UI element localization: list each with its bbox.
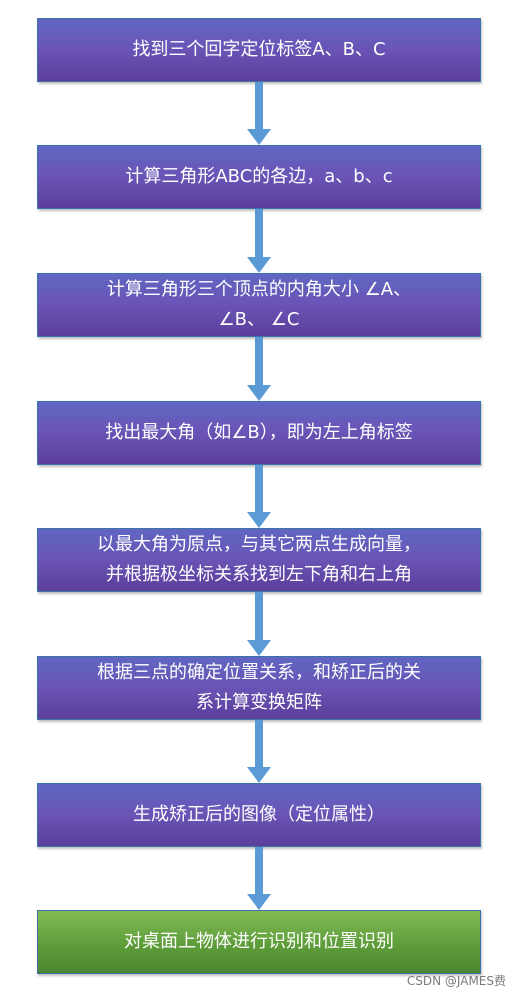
step-2-compute-sides: 计算三角形ABC的各边，a、b、c [37, 145, 481, 209]
arrow-5-6 [247, 592, 271, 656]
step-8-label: 对桌面上物体进行识别和位置识别 [124, 931, 394, 952]
step-4-label: 找出最大角（如∠B），即为左上角标签 [105, 422, 413, 443]
step-5-vectors: 以最大角为原点，与其它两点生成向量， 并根据极坐标关系找到左下角和右上角 [37, 528, 481, 592]
arrow-6-7 [247, 720, 271, 783]
step-1-label: 找到三个回字定位标签A、B、C [132, 39, 386, 60]
step-4-max-angle: 找出最大角（如∠B），即为左上角标签 [37, 401, 481, 465]
step-5-label: 以最大角为原点，与其它两点生成向量， 并根据极坐标关系找到左下角和右上角 [97, 534, 421, 585]
step-3-label: 计算三角形三个顶点的内角大小 ∠A、 ∠B、 ∠C [106, 279, 412, 330]
step-2-label: 计算三角形ABC的各边，a、b、c [125, 166, 393, 187]
step-3-compute-angles: 计算三角形三个顶点的内角大小 ∠A、 ∠B、 ∠C [37, 273, 481, 337]
step-1-find-tags: 找到三个回字定位标签A、B、C [37, 18, 481, 82]
arrow-1-2 [247, 82, 271, 145]
step-7-label: 生成矫正后的图像（定位属性） [133, 804, 385, 825]
arrow-3-4 [247, 337, 271, 401]
arrow-2-3 [247, 209, 271, 273]
step-8-object-recognition: 对桌面上物体进行识别和位置识别 [37, 910, 481, 974]
step-7-corrected-image: 生成矫正后的图像（定位属性） [37, 783, 481, 847]
step-6-transform-matrix: 根据三点的确定位置关系，和矫正后的关 系计算变换矩阵 [37, 656, 481, 720]
arrow-7-8 [247, 847, 271, 910]
watermark: CSDN @JAMES费 [406, 974, 506, 988]
step-6-label: 根据三点的确定位置关系，和矫正后的关 系计算变换矩阵 [97, 662, 421, 713]
arrow-4-5 [247, 465, 271, 528]
